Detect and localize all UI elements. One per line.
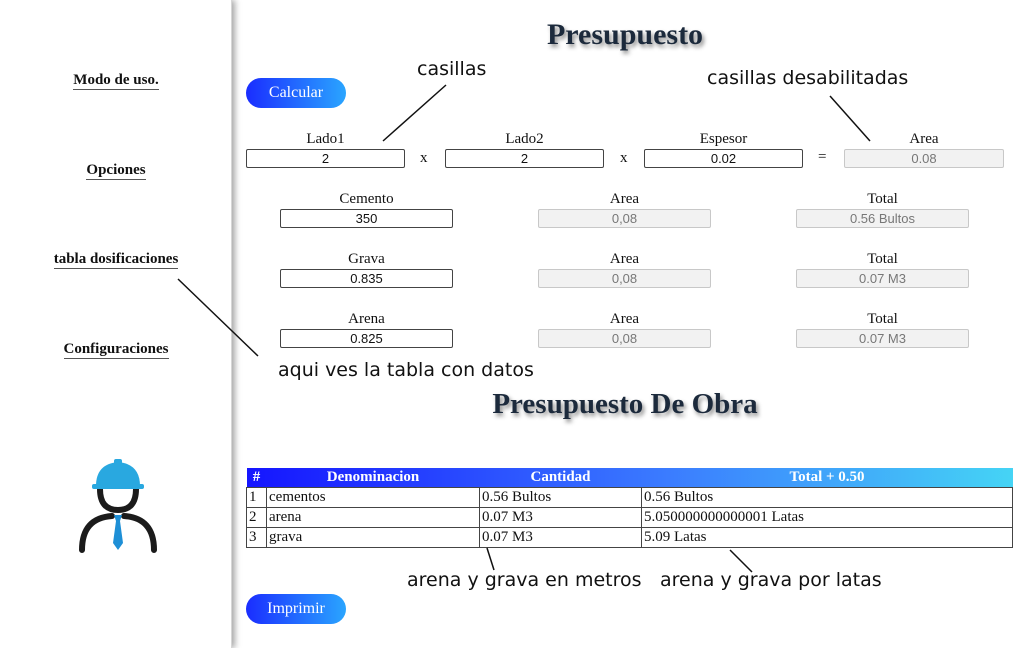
area-label: Area	[909, 131, 939, 147]
grava-label: Grava	[348, 251, 385, 267]
table-row: 1 cementos 0.56 Bultos 0.56 Bultos	[246, 486, 1013, 508]
annotation-line	[486, 547, 495, 571]
arena-total-field: 0.07 M3	[796, 329, 969, 348]
espesor-label: Espesor	[699, 131, 748, 147]
table-cell: 0.07 M3	[479, 526, 642, 548]
imprimir-button[interactable]: Imprimir	[246, 594, 346, 624]
annotation-metros: arena y grava en metros	[407, 569, 642, 591]
equals-operator: =	[818, 149, 827, 165]
arena-area-field: 0,08	[538, 329, 711, 348]
table-header-index: #	[252, 468, 261, 485]
table-cell: 5.050000000000001 Latas	[641, 506, 1013, 528]
table-cell: arena	[266, 506, 480, 528]
table-header-cantidad: Cantidad	[530, 468, 591, 485]
lado2-input[interactable]: 2	[445, 149, 604, 168]
grava-total-label: Total	[867, 251, 898, 267]
obra-section-title: Presupuesto De Obra	[492, 388, 758, 420]
table-row: 2 arena 0.07 M3 5.050000000000001 Latas	[246, 506, 1013, 528]
arena-input[interactable]: 0.825	[280, 329, 453, 348]
lado2-label: Lado2	[505, 131, 544, 147]
table-header-denominacion: Denominacion	[326, 468, 420, 485]
table-cell: cementos	[266, 486, 480, 508]
cemento-area-label: Area	[609, 191, 640, 207]
lado1-input[interactable]: 2	[246, 149, 405, 168]
sidebar-item-opciones[interactable]: Opciones	[0, 162, 232, 180]
sidebar-item-label: Opciones	[86, 162, 146, 180]
sidebar-item-modo-de-uso[interactable]: Modo de uso.	[0, 72, 232, 90]
presupuesto-obra-table: # Denominacion Cantidad Total + 0.50 1 c…	[246, 468, 1013, 548]
annotation-casillas: casillas	[417, 58, 487, 80]
lado1-label: Lado1	[306, 131, 345, 147]
calcular-button[interactable]: Calcular	[246, 78, 346, 108]
annotation-casillas-desabilitadas: casillas desabilitadas	[707, 67, 909, 89]
cemento-total-field: 0.56 Bultos	[796, 209, 969, 228]
table-cell: 0.07 M3	[479, 506, 642, 528]
cemento-input[interactable]: 350	[280, 209, 453, 228]
multiply-operator: x	[620, 150, 628, 166]
table-row: 3 grava 0.07 M3 5.09 Latas	[246, 526, 1013, 548]
arena-label: Arena	[348, 311, 385, 327]
sidebar: Modo de uso. Opciones tabla dosificacion…	[0, 0, 232, 648]
construction-worker-icon	[79, 459, 157, 553]
multiply-operator: x	[420, 150, 428, 166]
annotation-latas: arena y grava por latas	[660, 569, 882, 591]
arena-total-label: Total	[867, 311, 898, 327]
grava-total-field: 0.07 M3	[796, 269, 969, 288]
cemento-total-label: Total	[867, 191, 898, 207]
table-cell: 0.56 Bultos	[479, 486, 642, 508]
page-title: Presupuesto	[546, 18, 704, 51]
table-header-row: # Denominacion Cantidad Total + 0.50	[246, 468, 1013, 487]
table-cell: 5.09 Latas	[641, 526, 1013, 548]
grava-input[interactable]: 0.835	[280, 269, 453, 288]
grava-area-field: 0,08	[538, 269, 711, 288]
arena-area-label: Area	[609, 311, 640, 327]
sidebar-item-label: Configuraciones	[63, 341, 169, 359]
table-cell: 3	[246, 526, 267, 548]
sidebar-item-label: Modo de uso.	[73, 72, 159, 90]
sidebar-item-tabla-dosificaciones[interactable]: tabla dosificaciones	[0, 251, 232, 269]
table-cell: 2	[246, 506, 267, 528]
table-cell: 1	[246, 486, 267, 508]
table-cell: grava	[266, 526, 480, 548]
annotation-tabla-datos: aqui ves la tabla con datos	[278, 359, 534, 381]
table-header-total: Total + 0.50	[789, 468, 865, 485]
grava-area-label: Area	[609, 251, 640, 267]
sidebar-item-configuraciones[interactable]: Configuraciones	[0, 341, 232, 359]
area-result-field: 0.08	[844, 149, 1004, 168]
espesor-input[interactable]: 0.02	[644, 149, 803, 168]
table-cell: 0.56 Bultos	[641, 486, 1013, 508]
cemento-area-field: 0,08	[538, 209, 711, 228]
sidebar-item-label: tabla dosificaciones	[53, 251, 179, 269]
cemento-label: Cemento	[339, 191, 394, 207]
